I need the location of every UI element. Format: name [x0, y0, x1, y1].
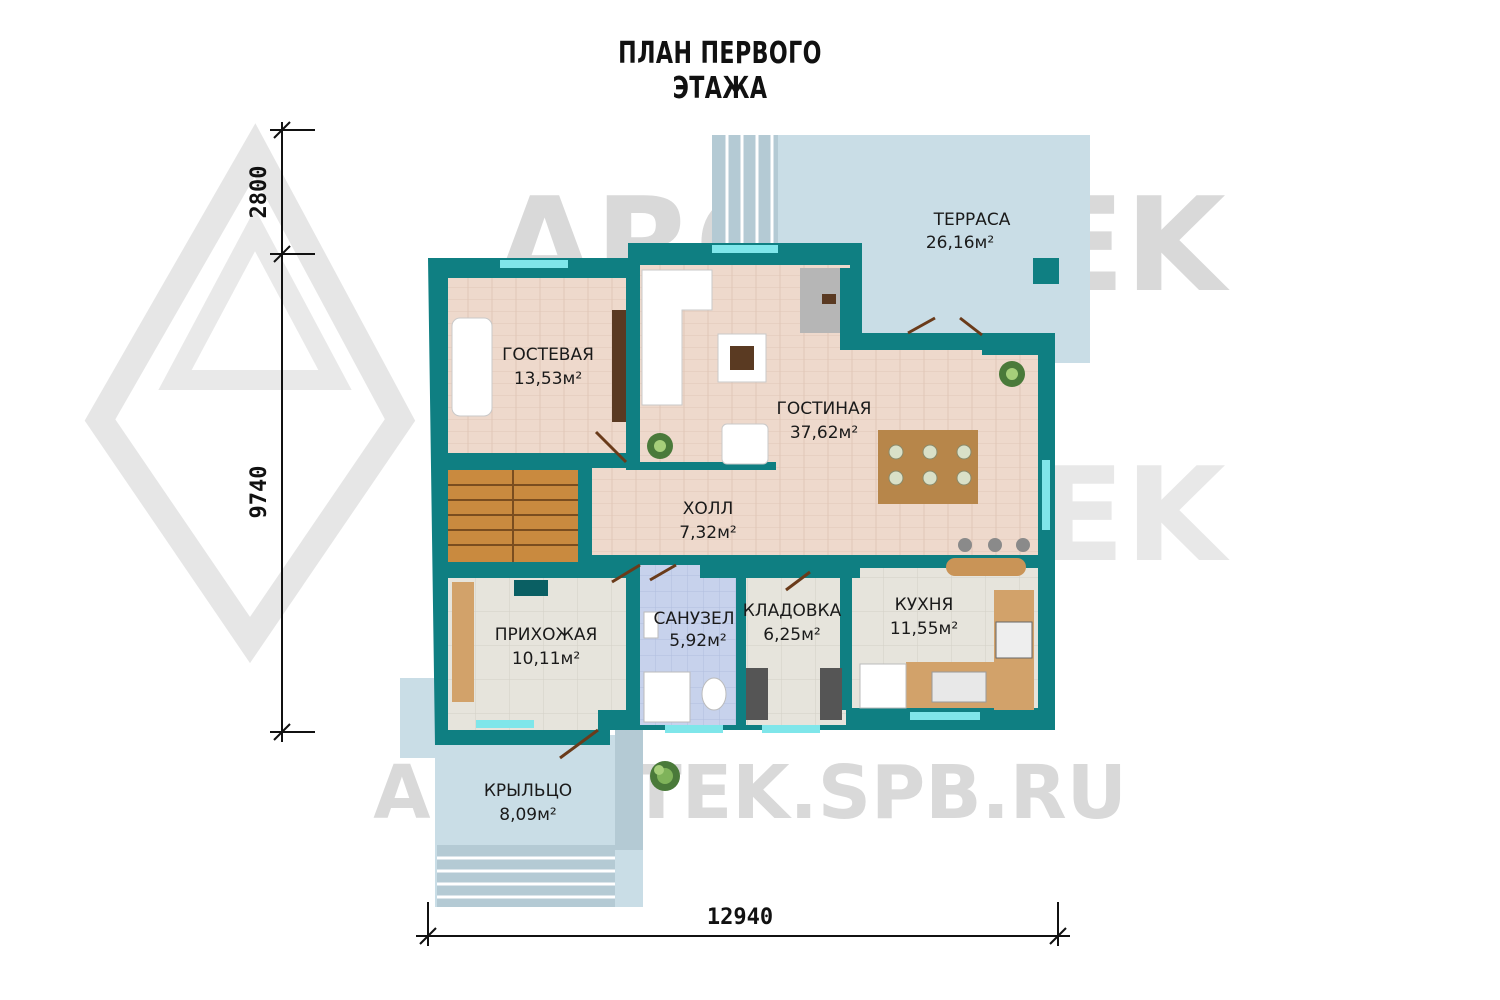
room-labels: ТЕРРАСА 26,16м² ГОСТЕВАЯ 13,53м² ГОСТИНА… — [484, 210, 1011, 825]
terrace-column — [1033, 258, 1059, 284]
height-top-dimension: 2800 — [247, 166, 272, 219]
terrace-area: 26,16м² — [926, 233, 994, 253]
porch-area: 8,09м² — [499, 805, 557, 825]
entrance-name: ПРИХОЖАЯ — [495, 625, 598, 645]
interior-walls — [448, 268, 1038, 730]
guest-room-name: ГОСТЕВАЯ — [502, 345, 594, 365]
guest-tv-stand — [612, 310, 626, 422]
bar-counter — [946, 558, 1026, 576]
window — [1042, 460, 1050, 530]
doors — [559, 316, 983, 760]
living-room-name: ГОСТИНАЯ — [777, 399, 872, 419]
pantry-name: КЛАДОВКА — [743, 601, 842, 621]
fireplace — [800, 268, 840, 333]
kitchen-name: КУХНЯ — [895, 595, 954, 615]
kitchen-sink — [931, 671, 987, 703]
page-title: ПЛАН ПЕРВОГО ЭТАЖА — [618, 36, 822, 106]
pantry-shelf — [820, 668, 842, 720]
shower — [643, 671, 691, 723]
window — [712, 245, 778, 253]
plant-icon — [650, 761, 680, 791]
wardrobe — [452, 582, 474, 702]
window — [762, 725, 820, 733]
bar-stools — [958, 538, 1030, 552]
guest-sofa — [451, 317, 493, 417]
fridge — [859, 663, 907, 709]
window — [665, 725, 723, 733]
height-total-dimension: 9740 — [247, 466, 272, 519]
porch-steps — [437, 845, 615, 907]
stove — [995, 621, 1033, 659]
dimension-lines — [270, 121, 1070, 946]
plant-icon — [647, 433, 673, 459]
width-dimension: 12940 — [707, 905, 773, 930]
terrace-name: ТЕРРАСА — [933, 210, 1011, 230]
kitchen-area: 11,55м² — [890, 619, 958, 639]
dining-table — [878, 430, 978, 504]
windows — [476, 245, 1050, 733]
porch-name: КРЫЛЬЦО — [484, 781, 572, 801]
furniture — [451, 268, 1034, 723]
guest-room-area: 13,53м² — [514, 369, 582, 389]
watermark-logo — [84, 123, 416, 664]
window — [476, 720, 534, 728]
stair-treads — [448, 470, 578, 562]
entrance-floor — [448, 578, 626, 730]
living-room-area: 37,62м² — [790, 423, 858, 443]
corner-sofa — [641, 269, 713, 406]
bathroom-area: 5,92м² — [669, 631, 727, 651]
washbasin — [643, 611, 659, 639]
armchair — [721, 423, 769, 465]
bathroom-name: САНУЗЕЛ — [653, 609, 734, 629]
entrance-area: 10,11м² — [512, 649, 580, 669]
pantry-area: 6,25м² — [763, 625, 821, 645]
hall-area: 7,32м² — [679, 523, 737, 543]
plant-icon — [999, 361, 1025, 387]
window — [500, 260, 568, 268]
hall-name: ХОЛЛ — [683, 499, 734, 519]
pantry-shelf — [746, 668, 768, 720]
dining-plates — [888, 444, 972, 486]
toilet — [701, 677, 727, 711]
window — [910, 712, 980, 720]
porch — [400, 678, 680, 907]
terrace-steps — [712, 135, 778, 245]
